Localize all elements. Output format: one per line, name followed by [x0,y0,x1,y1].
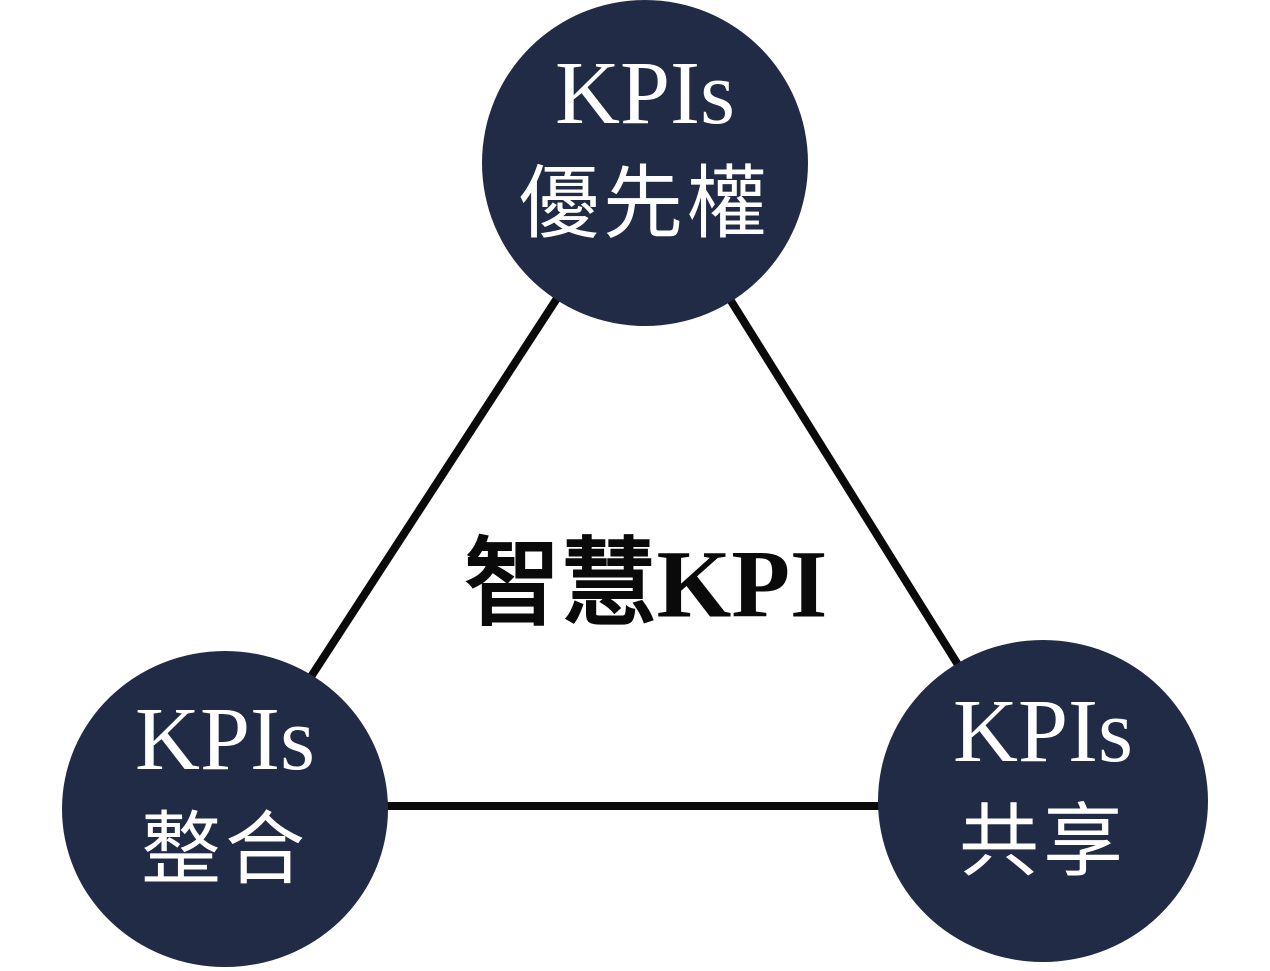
node-kpi-sharing-line1: KPIs [952,682,1134,781]
node-kpi-priority: KPIs 優先權 [482,0,808,326]
node-kpi-priority-line1: KPIs [554,44,736,143]
node-kpi-integration-labels: KPIs 整合 [135,690,315,900]
node-kpi-integration-line2: 整合 [140,805,309,894]
node-kpi-priority-labels: KPIs 優先權 [519,44,771,254]
node-kpi-sharing-labels: KPIs 共享 [953,682,1133,892]
node-kpi-sharing-line2: 共享 [958,797,1127,886]
node-kpi-sharing: KPIs 共享 [878,640,1208,962]
node-kpi-integration: KPIs 整合 [62,651,388,967]
node-kpi-priority-line2: 優先權 [519,159,771,248]
node-kpi-integration-line1: KPIs [134,690,316,789]
center-label: 智慧KPI [464,530,828,638]
